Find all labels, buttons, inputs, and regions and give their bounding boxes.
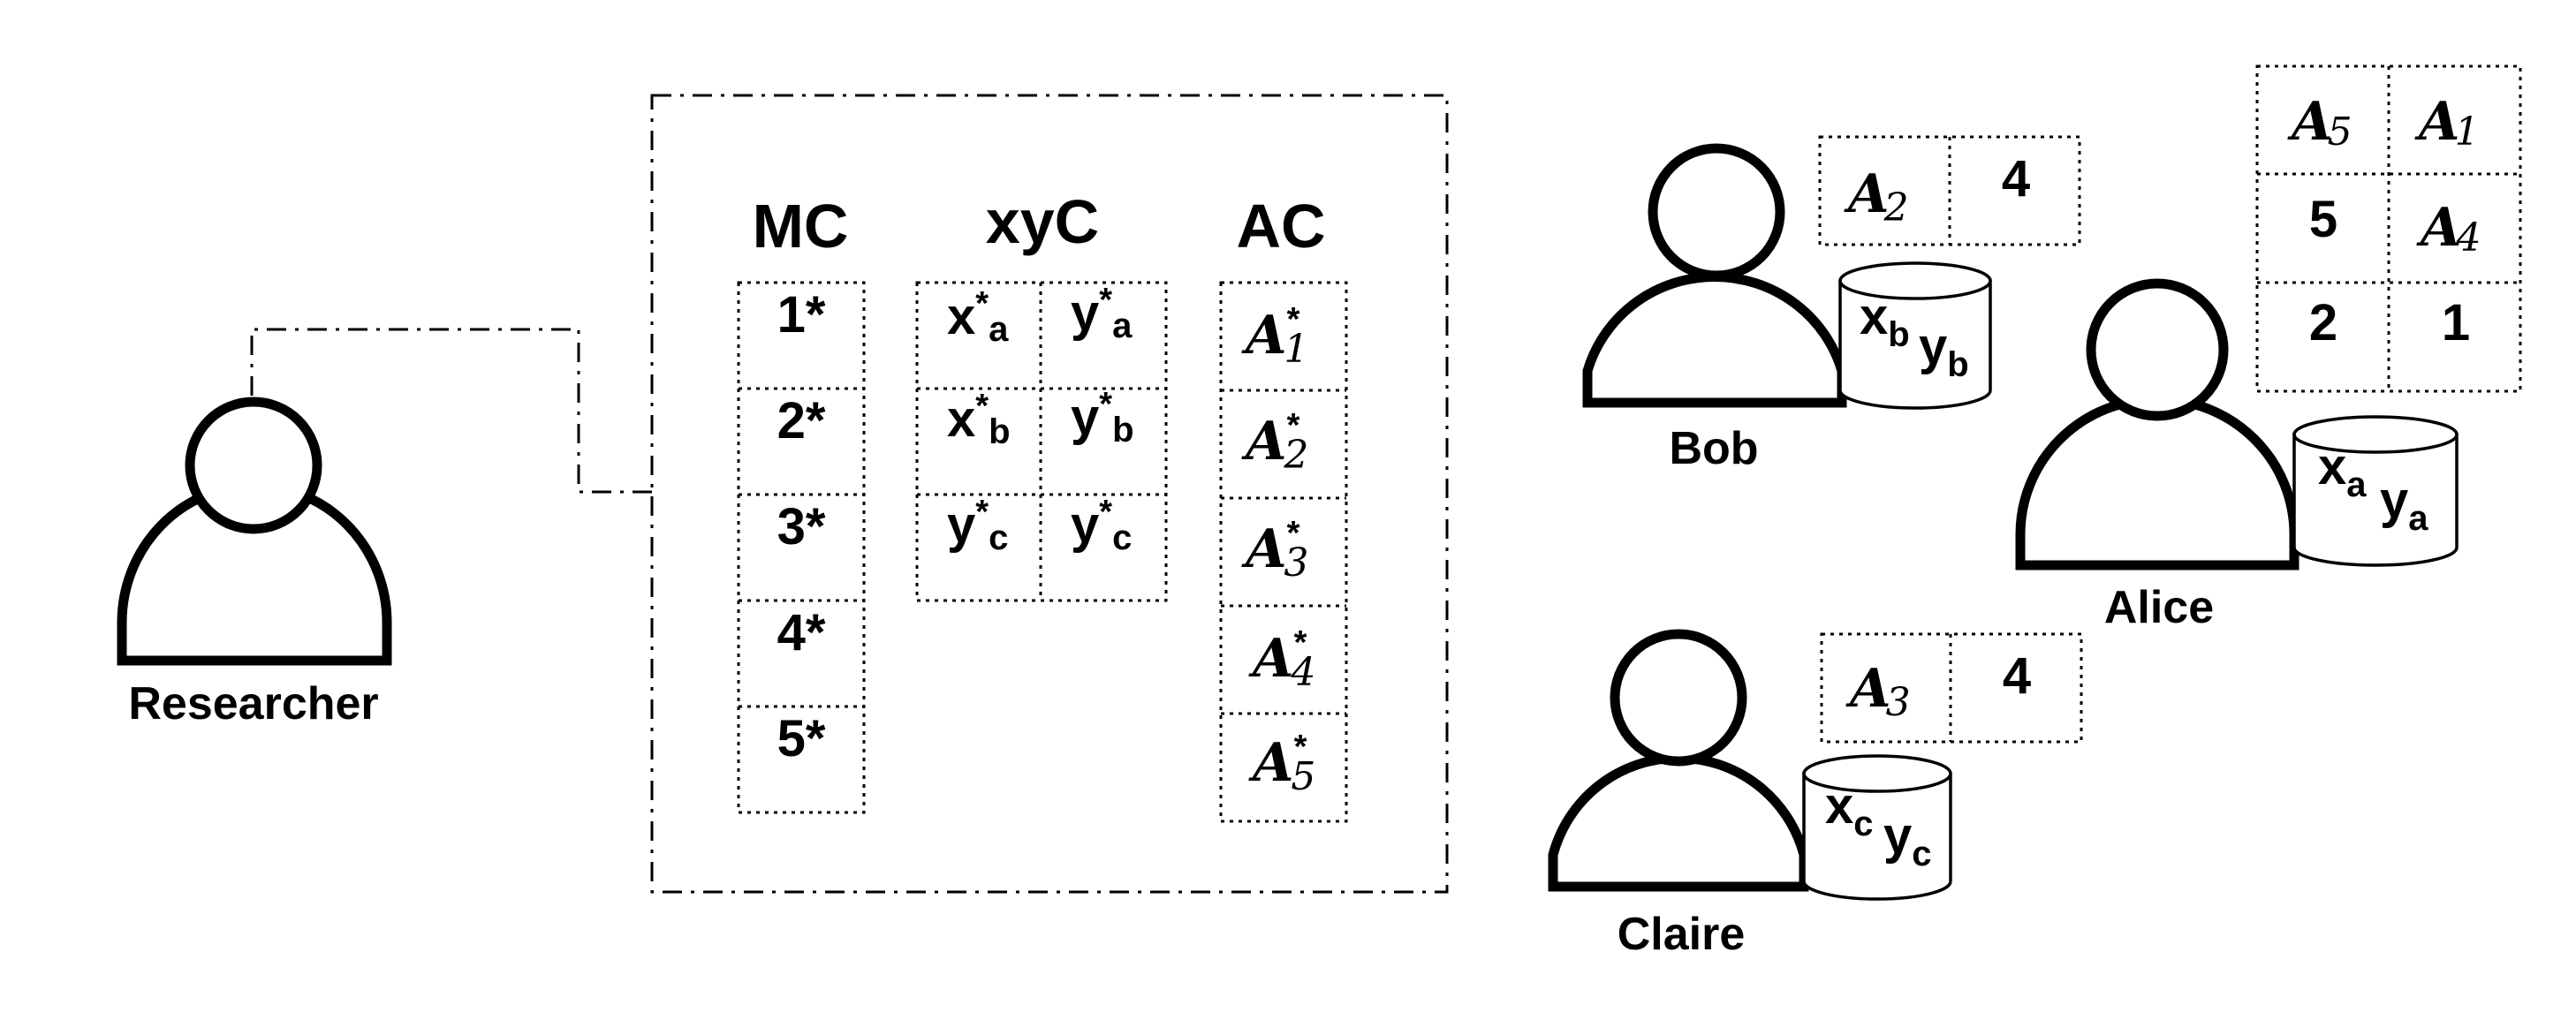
claire-table: A3 4 bbox=[1820, 632, 2083, 744]
bob-data-x: xb bbox=[1860, 288, 1910, 354]
alice-data-x: xa bbox=[2318, 438, 2367, 504]
mc-cell: 1* bbox=[777, 286, 826, 344]
bob-table-cell: A2 bbox=[1844, 163, 1909, 230]
bob: xb yb Bob A2 4 bbox=[1582, 135, 2081, 474]
researcher-head-icon bbox=[185, 397, 322, 534]
ac-column-frame bbox=[1219, 281, 1348, 823]
ac-cell: A*3 bbox=[1241, 515, 1308, 586]
alice-data-y: ya bbox=[2380, 472, 2428, 538]
alice-body-icon bbox=[2015, 394, 2299, 570]
ac-cell: A*1 bbox=[1241, 301, 1308, 372]
bob-table: A2 4 bbox=[1818, 135, 2081, 246]
alice-table-cell: A1 bbox=[2414, 91, 2480, 155]
claire-data-y: yc bbox=[1883, 807, 1932, 873]
claire-label: Claire bbox=[1618, 909, 1746, 960]
claire-body-icon bbox=[1548, 752, 1809, 892]
mc-cell: 4* bbox=[777, 604, 826, 661]
xyc-cell-y-star-c: y*c bbox=[1071, 494, 1132, 557]
xyc-cell-x-star-b: x*b bbox=[947, 388, 1011, 451]
alice-table-cell: 2 bbox=[2309, 294, 2337, 351]
mc-cell: 5* bbox=[777, 710, 826, 767]
ac-header: AC bbox=[1236, 192, 1325, 261]
central-store: MC 1* 2* 3* 4* 5* xyC x*a y*a x*b y*b y*… bbox=[650, 94, 1449, 894]
claire-table-cell: A3 bbox=[1845, 658, 1911, 725]
ac-cell: A*5 bbox=[1248, 729, 1315, 799]
alice-table-cell: 5 bbox=[2309, 191, 2337, 248]
alice-head-icon bbox=[2086, 278, 2229, 421]
researcher: Researcher bbox=[117, 397, 392, 729]
claire-head-icon bbox=[1610, 629, 1747, 767]
claire-table-cell: 4 bbox=[2003, 647, 2031, 705]
alice: xa ya Alice A5 A1 5 A4 2 1 bbox=[2015, 64, 2522, 633]
alice-label: Alice bbox=[2104, 582, 2214, 633]
claire-database-icon: xc yc bbox=[1802, 754, 1952, 901]
xyc-cell-y-star-b: y*b bbox=[1071, 386, 1134, 450]
xyc-cell-y-star-c: y*c bbox=[947, 494, 1008, 557]
alice-table-cell: 1 bbox=[2442, 294, 2470, 351]
mc-header: MC bbox=[753, 192, 849, 261]
bob-table-cell: 4 bbox=[2002, 150, 2030, 208]
claire-data-x: xc bbox=[1825, 777, 1874, 843]
alice-table: A5 A1 5 A4 2 1 bbox=[2255, 64, 2522, 393]
ac-cell: A*4 bbox=[1248, 624, 1315, 695]
researcher-connector bbox=[250, 328, 652, 494]
bob-label: Bob bbox=[1669, 423, 1758, 474]
mc-cell: 3* bbox=[777, 498, 826, 555]
claire: xc yc Claire A3 4 bbox=[1548, 629, 2083, 960]
bob-head-icon bbox=[1648, 143, 1785, 281]
bob-database-icon: xb yb bbox=[1838, 261, 1992, 410]
mc-column-frame bbox=[737, 281, 866, 814]
ac-cell: A*2 bbox=[1241, 407, 1308, 478]
bob-body-icon bbox=[1582, 271, 1847, 408]
xyc-cell-x-star-a: x*a bbox=[947, 285, 1009, 349]
mc-cell: 2* bbox=[777, 392, 826, 450]
bob-data-y: yb bbox=[1919, 318, 1969, 384]
alice-database-icon: xa ya bbox=[2292, 415, 2459, 567]
alice-table-cell: A4 bbox=[2416, 197, 2481, 261]
xyc-header: xyC bbox=[986, 187, 1099, 256]
researcher-label: Researcher bbox=[128, 678, 378, 729]
alice-table-cell: A5 bbox=[2287, 91, 2352, 155]
xyc-cell-y-star-a: y*a bbox=[1071, 282, 1133, 345]
central-store-frame bbox=[650, 94, 1449, 894]
